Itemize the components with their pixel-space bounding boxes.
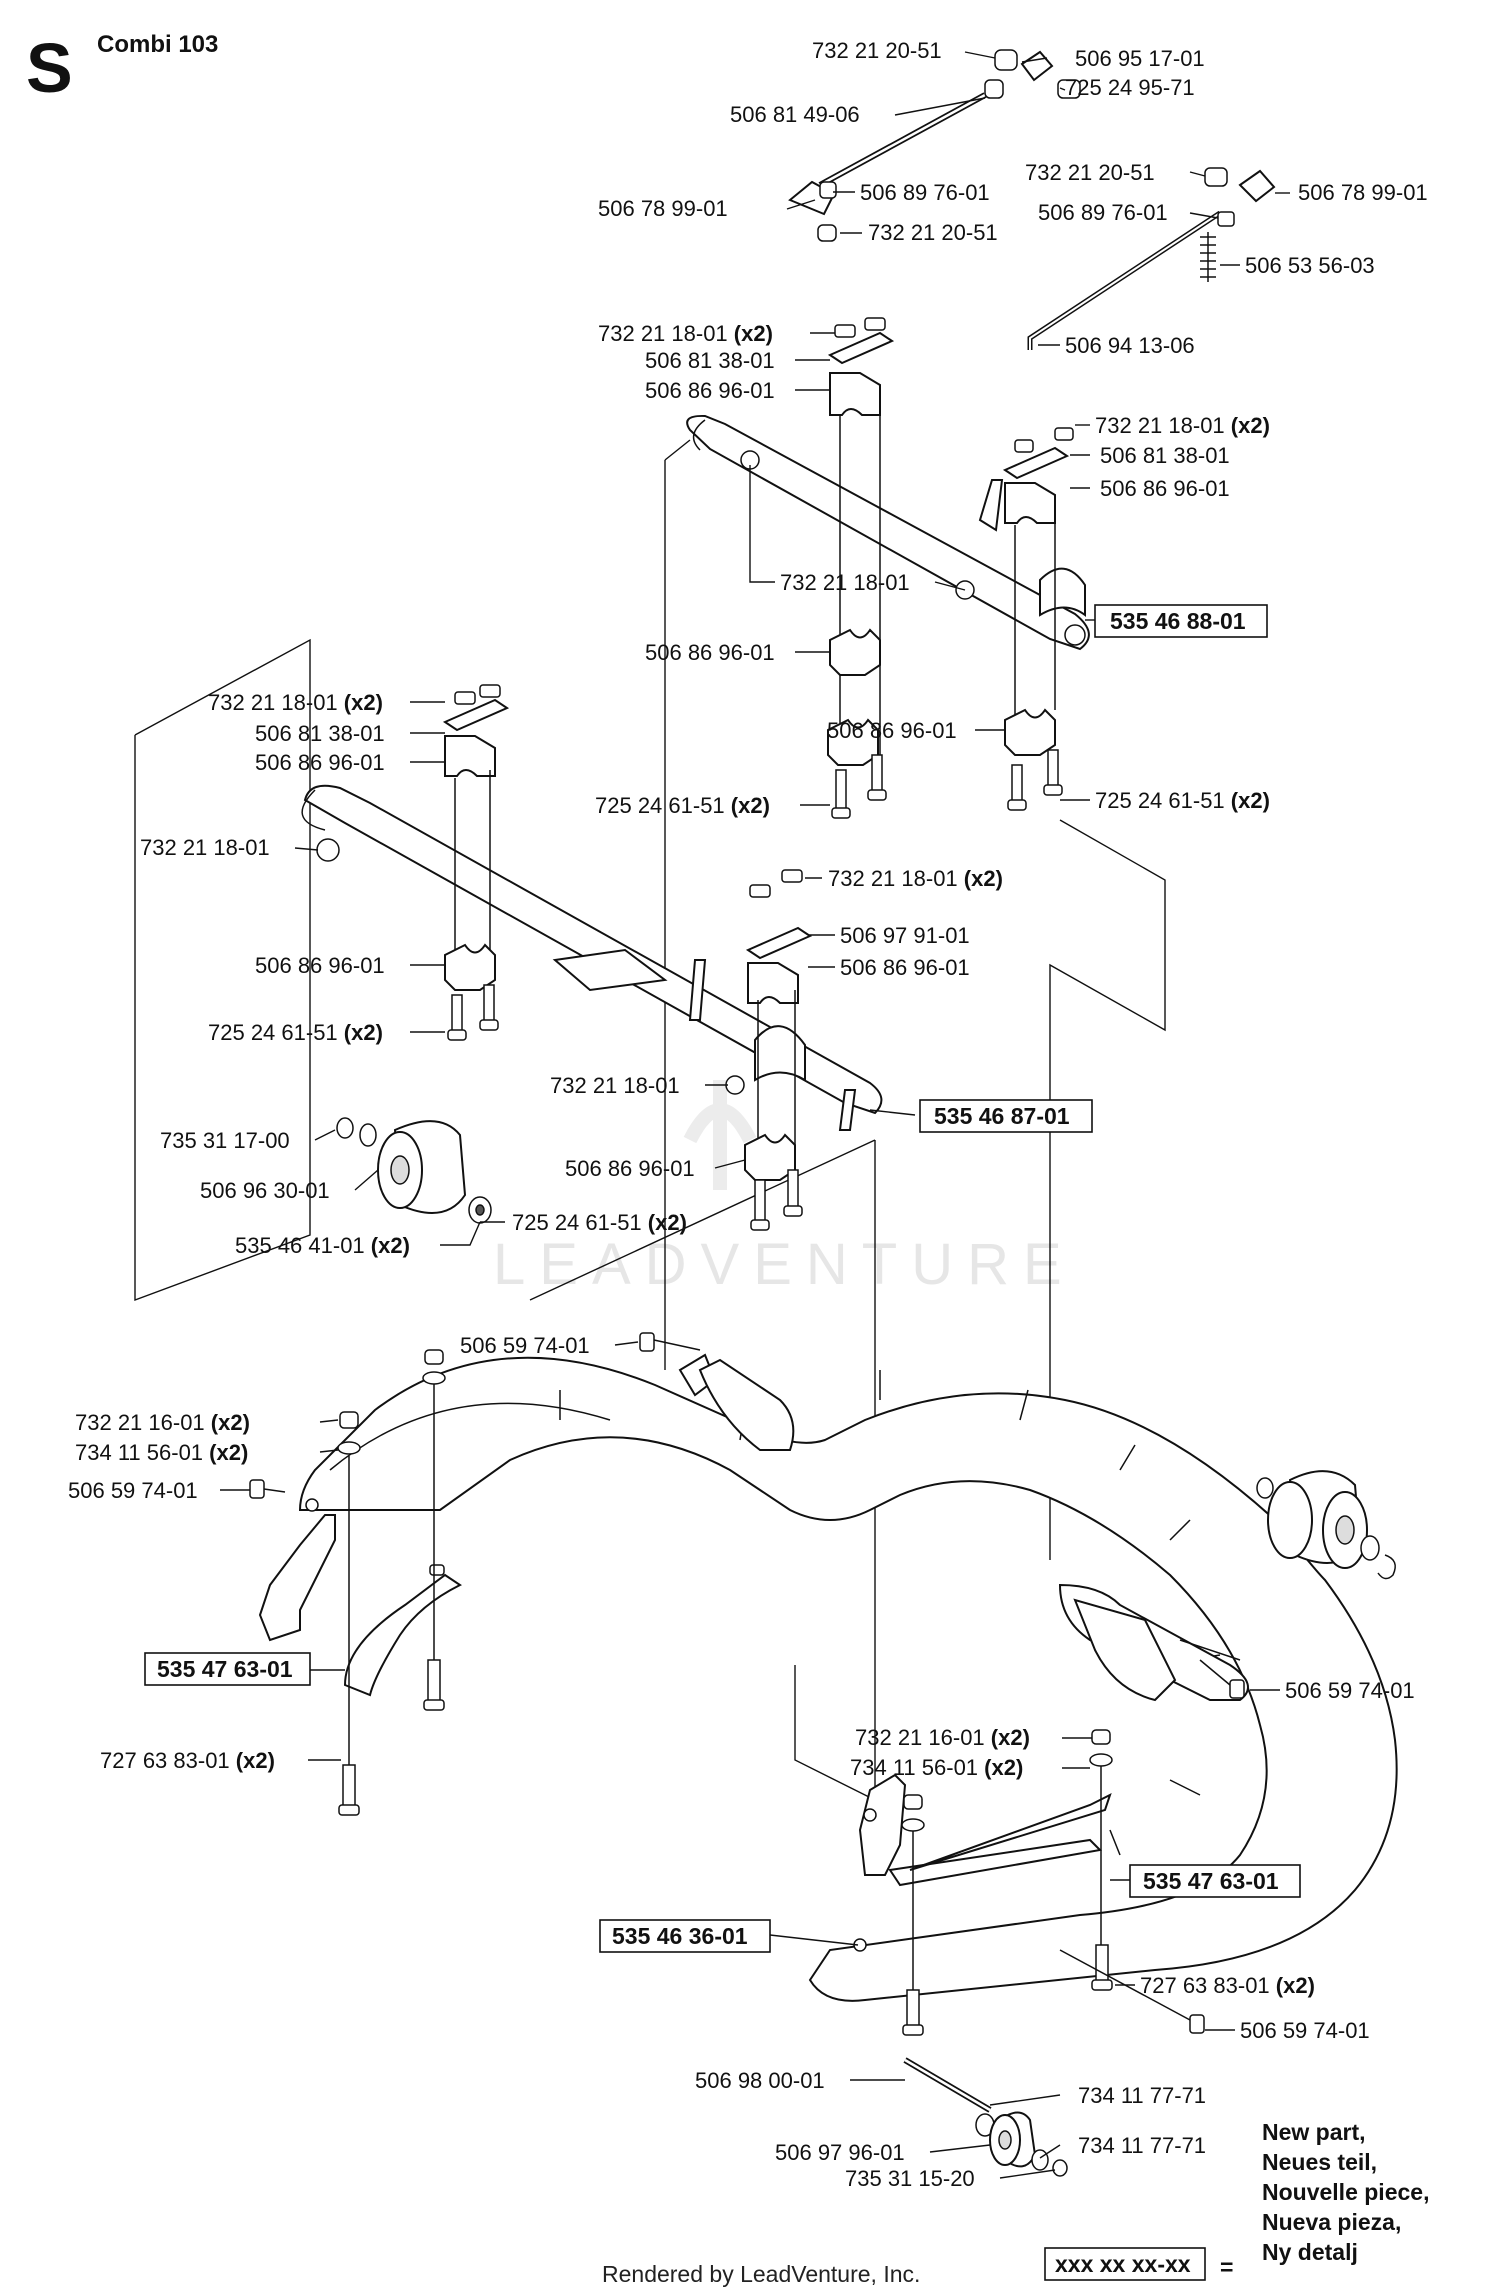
legend-line: Ny detalj bbox=[1262, 2239, 1358, 2265]
callout-part-number[interactable]: 506 81 38-01 bbox=[255, 721, 385, 746]
legend-line: Nueva pieza, bbox=[1262, 2209, 1401, 2235]
callout-part-number[interactable]: 506 81 49-06 bbox=[730, 102, 860, 127]
front-wheel-left bbox=[336, 1117, 492, 1224]
callout-part-number[interactable]: 506 59 74-01 bbox=[460, 1333, 590, 1358]
callout-part-number[interactable]: 735 31 15-20 bbox=[845, 2166, 975, 2191]
callout-part-number[interactable]: 732 21 20-51 bbox=[868, 220, 998, 245]
callout-part-number[interactable]: 732 21 18-01 (x2) bbox=[208, 690, 383, 715]
boxed-part[interactable]: 535 46 87-01 bbox=[919, 1099, 1093, 1133]
main-frame bbox=[258, 1353, 1398, 2002]
callout-part-number[interactable]: 506 53 56-03 bbox=[1245, 253, 1375, 278]
callout-part-number[interactable]: 506 78 99-01 bbox=[598, 196, 728, 221]
support-bracket-left bbox=[343, 1564, 462, 1697]
leader-lines bbox=[220, 51, 1290, 2179]
svg-text:535 46 88-01: 535 46 88-01 bbox=[1110, 608, 1246, 634]
callout-part-number[interactable]: 506 86 96-01 bbox=[645, 640, 775, 665]
callout-part-number[interactable]: 725 24 61-51 (x2) bbox=[595, 793, 770, 818]
model-title: Combi 103 bbox=[97, 31, 218, 58]
callout-part-number[interactable]: 506 95 17-01 bbox=[1075, 46, 1205, 71]
clamp-stack-upper-left bbox=[827, 317, 895, 819]
svg-text:535 46 87-01: 535 46 87-01 bbox=[934, 1103, 1070, 1129]
callout-part-number[interactable]: 734 11 56-01 (x2) bbox=[75, 1440, 248, 1465]
svg-text:535 47 63-01: 535 47 63-01 bbox=[1143, 1868, 1279, 1894]
callout-part-number[interactable]: 732 21 18-01 (x2) bbox=[1095, 413, 1270, 438]
footer-credit: Rendered by LeadVenture, Inc. bbox=[602, 2261, 920, 2287]
boxed-part[interactable]: 535 46 88-01 bbox=[1094, 604, 1268, 638]
clamp-stack-left bbox=[442, 684, 510, 1041]
callout-part-number[interactable]: 727 63 83-01 (x2) bbox=[1140, 1973, 1315, 1998]
section-letter: S bbox=[26, 29, 73, 107]
callout-part-number[interactable]: 727 63 83-01 (x2) bbox=[100, 1748, 275, 1773]
part-callouts: 732 21 20-51 506 95 17-01 725 24 95-71 5… bbox=[68, 38, 1428, 2191]
callout-part-number[interactable]: 506 98 00-01 bbox=[695, 2068, 825, 2093]
callout-part-number[interactable]: 506 97 96-01 bbox=[775, 2140, 905, 2165]
boxed-part[interactable]: 535 47 63-01 bbox=[1129, 1864, 1301, 1898]
callout-part-number[interactable]: 506 86 96-01 bbox=[645, 378, 775, 403]
clamp-stack-upper-right bbox=[1002, 427, 1074, 811]
callout-part-number[interactable]: 734 11 56-01 (x2) bbox=[850, 1755, 1023, 1780]
callout-part-number[interactable]: 734 11 77-71 bbox=[1078, 2083, 1206, 2108]
callout-part-number[interactable]: 506 86 96-01 bbox=[255, 750, 385, 775]
callout-part-number[interactable]: 506 78 99-01 bbox=[1298, 180, 1428, 205]
front-wheel-right bbox=[1256, 1470, 1396, 1580]
callout-part-number[interactable]: 506 86 96-01 bbox=[565, 1156, 695, 1181]
assembly-outline-lines bbox=[134, 439, 1166, 1801]
callout-part-number[interactable]: 506 59 74-01 bbox=[68, 1478, 198, 1503]
callout-part-number[interactable]: 725 24 61-51 (x2) bbox=[208, 1020, 383, 1045]
anti-scalp-roller bbox=[903, 2057, 1068, 2177]
callout-part-number[interactable]: 732 21 20-51 bbox=[1025, 160, 1155, 185]
callout-part-number[interactable]: 506 59 74-01 bbox=[1240, 2018, 1370, 2043]
callout-part-number[interactable]: 506 86 96-01 bbox=[1100, 476, 1230, 501]
callout-part-number[interactable]: 535 46 41-01 (x2) bbox=[235, 1233, 410, 1258]
callout-part-number[interactable]: 506 94 13-06 bbox=[1065, 333, 1195, 358]
legend-line: New part, bbox=[1262, 2119, 1366, 2145]
callout-part-number[interactable]: 725 24 61-51 (x2) bbox=[1095, 788, 1270, 813]
clamp-stack-middle bbox=[744, 869, 813, 1231]
legend-line: Neues teil, bbox=[1262, 2149, 1377, 2175]
upper-rear-bar bbox=[686, 414, 1090, 651]
callout-part-number[interactable]: 732 21 18-01 (x2) bbox=[598, 321, 773, 346]
callout-part-number[interactable]: 506 86 96-01 bbox=[840, 955, 970, 980]
middle-bar bbox=[301, 784, 883, 1131]
legend-code-box: xxx xx xx-xx bbox=[1055, 2251, 1191, 2277]
callout-part-number[interactable]: 506 59 74-01 bbox=[1285, 1678, 1415, 1703]
callout-part-number[interactable]: 732 21 18-01 bbox=[140, 835, 270, 860]
legend-line: Nouvelle piece, bbox=[1262, 2179, 1429, 2205]
callout-part-number[interactable]: 506 89 76-01 bbox=[860, 180, 990, 205]
linkage-rod-upper bbox=[788, 49, 1081, 242]
support-bracket-right bbox=[888, 1793, 1112, 1887]
svg-text:535 47 63-01: 535 47 63-01 bbox=[157, 1656, 293, 1682]
callout-part-number[interactable]: 732 21 16-01 (x2) bbox=[855, 1725, 1030, 1750]
boxed-part-numbers: 535 46 88-01 535 46 87-01 535 47 63-01 5… bbox=[144, 604, 1301, 1953]
callout-part-number[interactable]: 506 81 38-01 bbox=[1100, 443, 1230, 468]
svg-text:535 46 36-01: 535 46 36-01 bbox=[612, 1923, 748, 1949]
svg-text:LEADVENTURE: LEADVENTURE bbox=[493, 1232, 1076, 1297]
callout-part-number[interactable]: 725 24 61-51 (x2) bbox=[512, 1210, 687, 1235]
boxed-part[interactable]: 535 47 63-01 bbox=[144, 1652, 311, 1686]
callout-part-number[interactable]: 732 21 18-01 (x2) bbox=[828, 866, 1003, 891]
callout-part-number[interactable]: 734 11 77-71 bbox=[1078, 2133, 1206, 2158]
boxed-part[interactable]: 535 46 36-01 bbox=[599, 1919, 771, 1953]
choke-rod bbox=[1027, 167, 1276, 350]
callout-part-number[interactable]: 506 86 96-01 bbox=[827, 718, 957, 743]
callout-part-number[interactable]: 732 21 18-01 bbox=[550, 1073, 680, 1098]
new-part-legend: xxx xx xx-xx = New part, Neues teil, Nou… bbox=[1044, 2119, 1429, 2281]
callout-part-number[interactable]: 506 86 96-01 bbox=[255, 953, 385, 978]
callout-part-number[interactable]: 725 24 95-71 bbox=[1065, 75, 1195, 100]
callout-part-number[interactable]: 732 21 18-01 bbox=[780, 570, 910, 595]
callout-part-number[interactable]: 732 21 20-51 bbox=[812, 38, 942, 63]
frame-fasteners bbox=[249, 1332, 1245, 2036]
callout-part-number[interactable]: 732 21 16-01 (x2) bbox=[75, 1410, 250, 1435]
legend-equals: = bbox=[1220, 2254, 1233, 2280]
callout-part-number[interactable]: 506 97 91-01 bbox=[840, 923, 970, 948]
callout-part-number[interactable]: 506 96 30-01 bbox=[200, 1178, 330, 1203]
watermark: LEADVENTURE bbox=[493, 1080, 1076, 1297]
callout-part-number[interactable]: 735 31 17-00 bbox=[160, 1128, 290, 1153]
callout-part-number[interactable]: 506 89 76-01 bbox=[1038, 200, 1168, 225]
callout-part-number[interactable]: 506 81 38-01 bbox=[645, 348, 775, 373]
